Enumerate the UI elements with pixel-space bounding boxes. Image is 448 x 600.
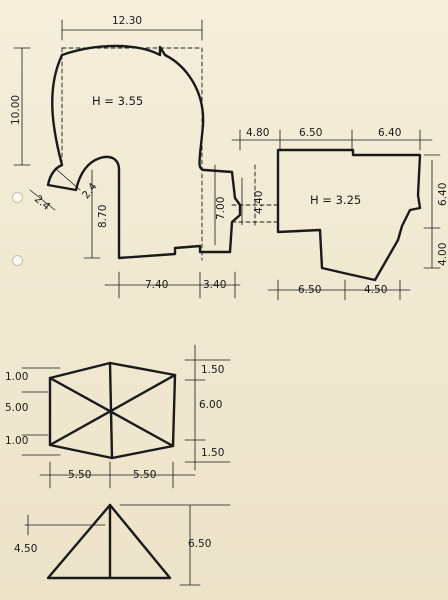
- dim-line: [13, 47, 31, 166]
- dim-line: [24, 514, 106, 536]
- dim-line: [119, 504, 231, 586]
- height-label-room-b: H = 3.25: [310, 193, 361, 207]
- dim-right-low: 4.00: [437, 243, 448, 266]
- dim-line: [267, 279, 411, 301]
- floor-plan: 12.30 10.00 H = 3.55 2.4 2.4 8.70 7.00 4…: [10, 15, 448, 301]
- dim-line: [83, 169, 101, 259]
- triangle-left-height: 4.50: [14, 543, 37, 555]
- dim-diagonal-2: 2.4: [80, 180, 100, 201]
- dim-top-width: 12.30: [112, 15, 142, 27]
- dim-link-height: 4.40: [253, 191, 265, 214]
- height-label-room-a: H = 3.55: [92, 94, 143, 108]
- dim-b3: 6.50: [298, 284, 321, 296]
- rect-bottom-left: 5.50: [68, 469, 91, 481]
- dim-w3: 6.40: [378, 127, 401, 139]
- punch-hole: [12, 192, 23, 203]
- rect-figure: 1.00 5.00 1.00 1.50 6.00 1.50 5.50 5.50: [5, 344, 231, 489]
- rect-right-bottom: 1.50: [201, 447, 224, 459]
- room-a-outline: [46, 44, 242, 260]
- rect-bottom-right: 5.50: [133, 469, 156, 481]
- dim-line: [423, 154, 441, 269]
- dim-line: [21, 367, 61, 456]
- rect-left-mid: 5.00: [5, 402, 28, 414]
- dim-line: [184, 344, 231, 471]
- dim-mid-height: 7.00: [215, 197, 227, 220]
- dim-inner-height: 8.70: [97, 205, 109, 228]
- construction-line: [61, 47, 203, 261]
- dim-w2: 6.50: [299, 127, 322, 139]
- dim-right-height: 6.40: [437, 183, 448, 206]
- punch-hole: [12, 255, 23, 266]
- rect-right-top: 1.50: [201, 364, 224, 376]
- dim-b1: 7.40: [145, 279, 168, 291]
- dim-line: [39, 461, 196, 489]
- triangle-right-height: 6.50: [188, 538, 211, 550]
- dim-diagonal-1: 2.4: [32, 193, 53, 213]
- dim-left-height: 10.00: [10, 95, 22, 125]
- dim-b2: 3.40: [203, 279, 226, 291]
- dim-line: [231, 129, 433, 151]
- rect-right-mid: 6.00: [199, 399, 222, 411]
- room-b-outline: [276, 148, 422, 282]
- dim-w1: 4.80: [246, 127, 269, 139]
- dim-b4: 4.50: [364, 284, 387, 296]
- rect-left-bottom: 1.00: [5, 435, 28, 447]
- rect-left-top: 1.00: [5, 371, 28, 383]
- dim-line: [29, 167, 81, 211]
- dim-line: [61, 19, 203, 41]
- dim-line: [104, 271, 241, 299]
- rect-figure-diagonals: [48, 361, 177, 460]
- triangle-figure: 4.50 6.50: [14, 503, 231, 586]
